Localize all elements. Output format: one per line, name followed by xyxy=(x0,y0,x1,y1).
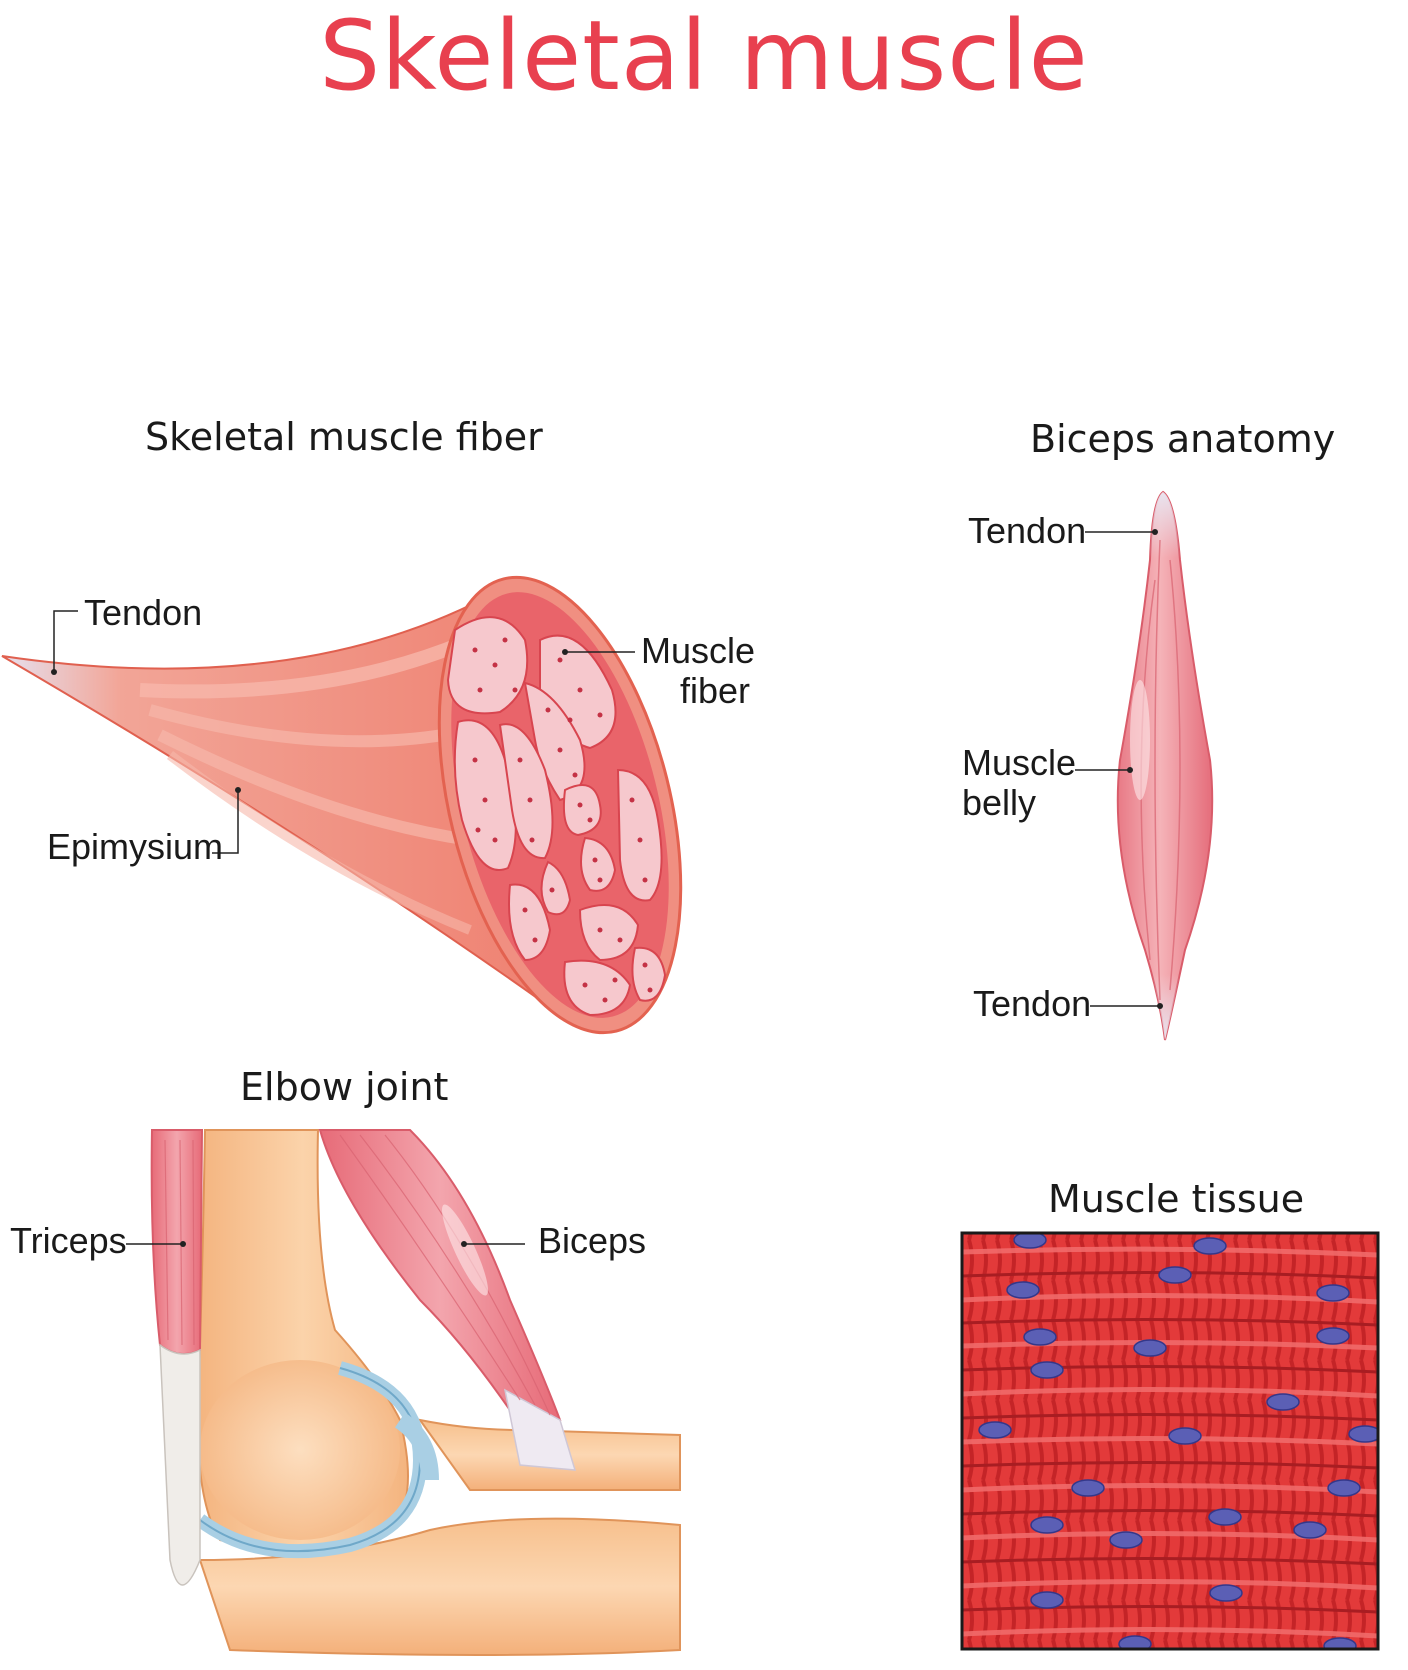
fiber-epimysium-label: Epimysium xyxy=(47,828,223,866)
biceps-belly-label-line1: Muscle xyxy=(962,744,1076,782)
fiber-muscle-fiber-label-line2: fiber xyxy=(680,672,750,710)
fiber-tendon-label: Tendon xyxy=(84,594,202,632)
elbow-diagram xyxy=(126,1130,680,1655)
biceps-tendon-bottom-label: Tendon xyxy=(973,985,1091,1023)
muscle-tissue-diagram xyxy=(962,1232,1381,1654)
fiber-muscle-fiber-label-line1: Muscle xyxy=(641,632,755,670)
biceps-belly-label-line2: belly xyxy=(962,784,1036,822)
elbow-triceps-label: Triceps xyxy=(10,1222,127,1260)
elbow-biceps-label: Biceps xyxy=(538,1222,646,1260)
biceps-diagram xyxy=(1075,492,1212,1040)
biceps-tendon-top-label: Tendon xyxy=(968,512,1086,550)
